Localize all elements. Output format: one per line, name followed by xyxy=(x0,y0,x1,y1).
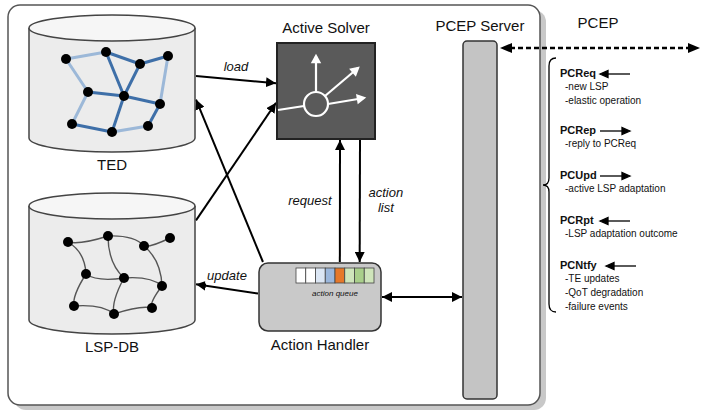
message-note: -TE updates xyxy=(565,273,619,284)
node-label: Action Handler xyxy=(271,336,369,353)
flow-arrow xyxy=(359,140,361,262)
edge-label: request xyxy=(286,194,333,209)
flow-arrow xyxy=(196,100,263,262)
database-cylinder: LSP-DB xyxy=(28,192,196,334)
system-frame xyxy=(8,5,540,405)
edge-label: load xyxy=(222,59,251,74)
message-brace xyxy=(543,58,556,312)
protocol-label: PCEP xyxy=(578,14,619,31)
message-note: -active LSP adaptation xyxy=(565,183,665,194)
flow-arrow xyxy=(196,103,276,221)
network-graph xyxy=(63,231,175,319)
message-note: -LSP adaptation outcome xyxy=(565,228,678,239)
node-label: action queue xyxy=(312,289,358,298)
message-name: PCRep xyxy=(560,124,596,136)
cylinder-outline xyxy=(29,15,195,152)
node-label: LSP-DB xyxy=(85,338,139,355)
database-cylinder-outline xyxy=(28,192,196,334)
server-bar: PCEP Server xyxy=(462,40,498,400)
handler-box: action queueAction Handler xyxy=(258,262,382,332)
cylinder-outline xyxy=(29,193,195,334)
edge-label: update xyxy=(205,268,249,283)
solver-icon xyxy=(278,56,364,116)
flow-arrow xyxy=(339,140,341,262)
node-label: PCEP Server xyxy=(436,17,525,34)
message-note: -reply to PCReq xyxy=(565,138,636,149)
edge-label: action list xyxy=(362,186,410,216)
solver-square xyxy=(277,43,375,139)
network-graph xyxy=(61,47,173,137)
pcep-link xyxy=(500,43,700,53)
flow-arrow xyxy=(196,76,276,83)
message-note: -new LSP xyxy=(565,81,608,92)
handler-shape xyxy=(259,263,381,331)
action-queue: action queue xyxy=(294,267,376,299)
flow-arrow xyxy=(382,296,462,298)
message-note: -failure events xyxy=(565,301,628,312)
solver-box: Active Solver xyxy=(276,42,376,140)
server-bar-outline xyxy=(462,40,498,400)
node-label: TED xyxy=(97,156,127,173)
message-note: -QoT degradation xyxy=(565,287,643,298)
database-cylinder: TED xyxy=(28,14,196,152)
message-name: PCRpt xyxy=(560,214,594,226)
database-cylinder-outline xyxy=(28,14,196,152)
flow-arrow xyxy=(196,284,258,293)
queue-cells xyxy=(296,268,374,283)
message-name: PCNtfy xyxy=(560,259,597,271)
solver-box-outline xyxy=(276,42,376,140)
node-label: Active Solver xyxy=(282,19,370,36)
message-name: PCReq xyxy=(560,67,596,79)
message-note: -elastic operation xyxy=(565,95,641,106)
server-bar-shape xyxy=(463,41,497,399)
message-name: PCUpd xyxy=(560,169,597,181)
